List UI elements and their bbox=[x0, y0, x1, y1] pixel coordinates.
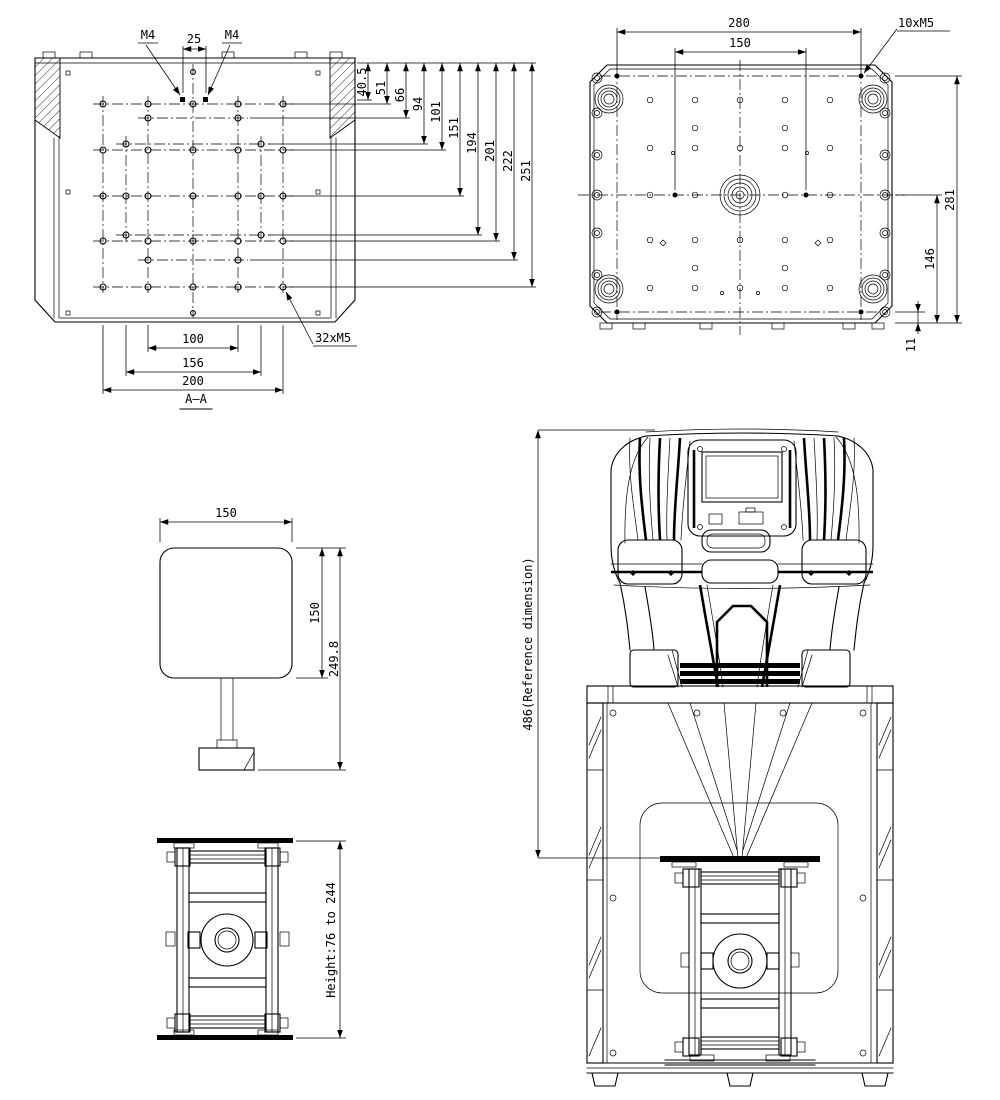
dim-pitch: 25 bbox=[187, 32, 201, 46]
scanner-head bbox=[610, 428, 874, 688]
underside-holes bbox=[646, 96, 834, 295]
lift-front bbox=[660, 856, 820, 1066]
dim-v-151: 151 bbox=[447, 117, 461, 139]
dim-v-194: 194 bbox=[465, 132, 479, 154]
dim-200: 200 bbox=[182, 374, 204, 388]
view-underside: 280 150 10xM5 281 146 11 bbox=[578, 16, 962, 352]
callout-m4-left: M4 bbox=[141, 28, 155, 42]
dim-platform-height: 150 bbox=[308, 602, 322, 624]
dim-100: 100 bbox=[182, 332, 204, 346]
dim-146: 146 bbox=[923, 248, 937, 270]
hole-grid bbox=[99, 69, 287, 316]
edge-holes bbox=[591, 72, 891, 318]
dim-156: 156 bbox=[182, 356, 204, 370]
corner-bearings bbox=[594, 84, 888, 304]
view-section-aa: M4 M4 25 40.5 51 66 94 101 151 194 201 2… bbox=[34, 28, 536, 410]
dim-v-40-5: 40.5 bbox=[355, 68, 369, 97]
view-lift: Height:76 to 244 bbox=[157, 838, 346, 1040]
dim-v-251: 251 bbox=[519, 160, 533, 182]
dim-11: 11 bbox=[904, 338, 918, 352]
view-platform: 150 150 249.8 bbox=[159, 506, 346, 771]
dim-v-201: 201 bbox=[483, 140, 497, 162]
dim-280: 280 bbox=[728, 16, 750, 30]
dim-v-51: 51 bbox=[374, 81, 388, 95]
cabinet bbox=[586, 685, 894, 1087]
dim-platform-width: 150 bbox=[215, 506, 237, 520]
dim-150-underside: 150 bbox=[729, 36, 751, 50]
dim-lift-range: Height:76 to 244 bbox=[324, 882, 338, 998]
dim-v-101: 101 bbox=[429, 101, 443, 123]
callout-10xm5: 10xM5 bbox=[898, 16, 934, 30]
dim-overall-height: 486(Reference dimension) bbox=[521, 557, 535, 730]
dim-281: 281 bbox=[943, 189, 957, 211]
dim-v-66: 66 bbox=[393, 88, 407, 102]
view-assembly: 486(Reference dimension) bbox=[521, 428, 894, 1087]
callout-32xm5: 32xM5 bbox=[315, 331, 351, 345]
dim-platform-overall: 249.8 bbox=[327, 641, 341, 677]
callout-m4-right: M4 bbox=[225, 28, 239, 42]
section-title: A—A bbox=[185, 392, 207, 406]
dim-v-94: 94 bbox=[411, 97, 425, 111]
dim-v-222: 222 bbox=[501, 150, 515, 172]
